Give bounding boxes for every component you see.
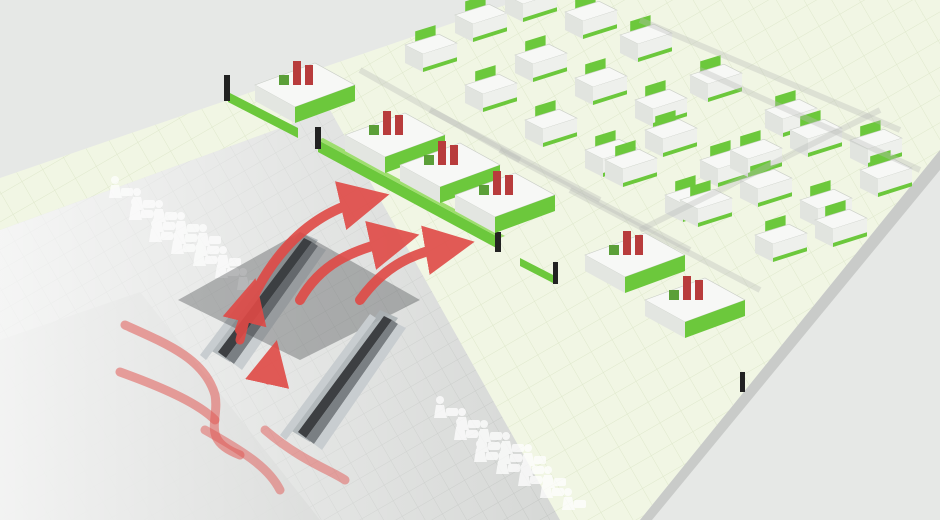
customer-flow-arrows [115, 181, 475, 495]
flow-arrow [200, 425, 285, 495]
shopper-figures-bottom [434, 396, 586, 510]
flow-arrow [355, 225, 475, 305]
flow-arrow [120, 320, 245, 460]
display-islands [254, 61, 746, 338]
flow-arrow [260, 425, 350, 485]
flow-arrow [222, 278, 267, 345]
shelving-grid [358, 0, 922, 293]
flow-arrow [245, 340, 290, 389]
green-perimeter-counter [224, 75, 745, 392]
flow-arrow [295, 221, 420, 305]
escalator-right [280, 310, 406, 450]
flow-arrow [115, 367, 220, 425]
shopper-figures-left [109, 176, 261, 290]
